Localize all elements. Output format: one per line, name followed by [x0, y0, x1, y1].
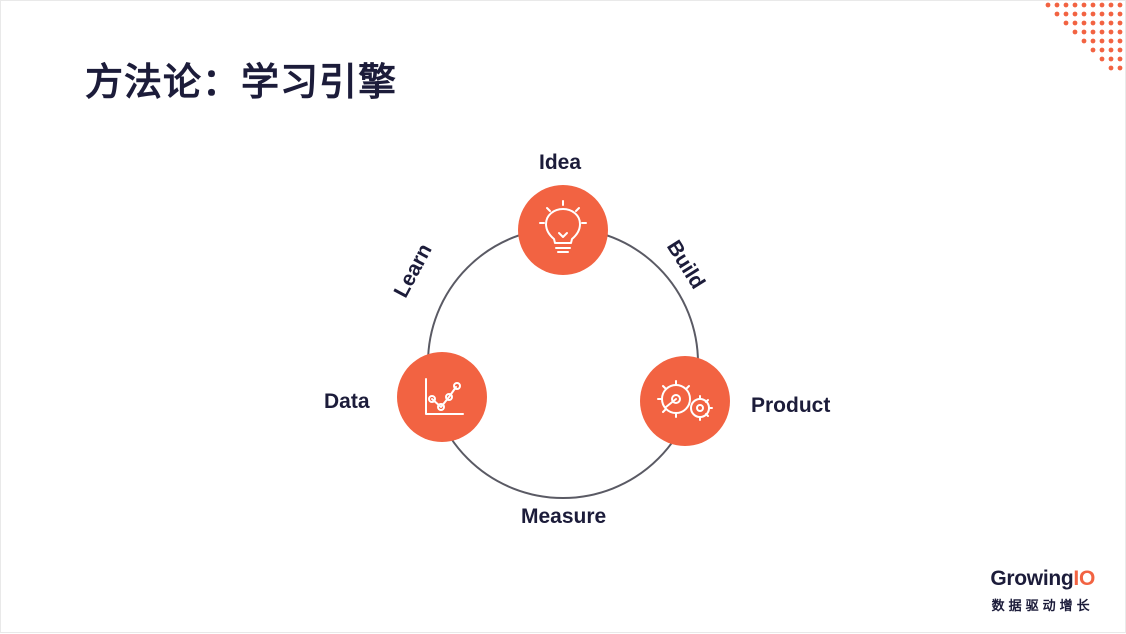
corner-dot [1072, 29, 1078, 35]
corner-dot [1117, 29, 1123, 35]
corner-dot [1117, 65, 1123, 71]
corner-dot [1099, 38, 1105, 44]
corner-dot [1081, 2, 1087, 8]
corner-dots-decoration [1045, 2, 1123, 71]
line-chart-icon [425, 378, 464, 415]
gears-icon [657, 380, 713, 421]
corner-dot [1117, 38, 1123, 44]
corner-dot [1117, 47, 1123, 53]
lightbulb-icon [539, 200, 587, 253]
corner-dot [1108, 20, 1114, 26]
measure-label: Measure [521, 505, 607, 528]
page-title: 方法论：学习引擎 [85, 60, 398, 104]
product-node [640, 356, 730, 446]
corner-dot [1117, 56, 1123, 62]
data-label: Data [324, 390, 370, 413]
corner-dot [1099, 56, 1105, 62]
corner-dot [1081, 20, 1087, 26]
corner-dot [1063, 11, 1069, 17]
growingio-logo: GrowingIO 数据驱动增长 [990, 567, 1095, 614]
corner-dot [1108, 29, 1114, 35]
corner-dot [1117, 11, 1123, 17]
corner-dot [1090, 29, 1096, 35]
corner-dot [1108, 56, 1114, 62]
corner-dot [1072, 11, 1078, 17]
corner-dot [1099, 47, 1105, 53]
corner-dot [1090, 47, 1096, 53]
corner-dot [1045, 2, 1051, 8]
corner-dot [1090, 11, 1096, 17]
logo-tagline: 数据驱动增长 [991, 599, 1094, 614]
corner-dot [1081, 11, 1087, 17]
corner-dot [1081, 38, 1087, 44]
idea-node [518, 185, 608, 275]
corner-dot [1063, 20, 1069, 26]
corner-dot [1099, 29, 1105, 35]
logo-wordmark: GrowingIO [990, 567, 1095, 590]
corner-dot [1099, 2, 1105, 8]
corner-dot [1054, 2, 1060, 8]
corner-dot [1117, 2, 1123, 8]
idea-label: Idea [539, 151, 582, 174]
corner-dot [1108, 47, 1114, 53]
corner-dot [1063, 2, 1069, 8]
corner-dot [1090, 38, 1096, 44]
corner-dot [1081, 29, 1087, 35]
corner-dot [1108, 38, 1114, 44]
corner-dot [1108, 2, 1114, 8]
corner-dot [1072, 20, 1078, 26]
corner-dot [1108, 11, 1114, 17]
corner-dot [1117, 20, 1123, 26]
corner-dot [1099, 20, 1105, 26]
data-node [397, 352, 487, 442]
product-label: Product [751, 394, 831, 417]
corner-dot [1099, 11, 1105, 17]
corner-dot [1072, 2, 1078, 8]
corner-dot [1108, 65, 1114, 71]
corner-dot [1054, 11, 1060, 17]
corner-dot [1090, 20, 1096, 26]
corner-dot [1090, 2, 1096, 8]
